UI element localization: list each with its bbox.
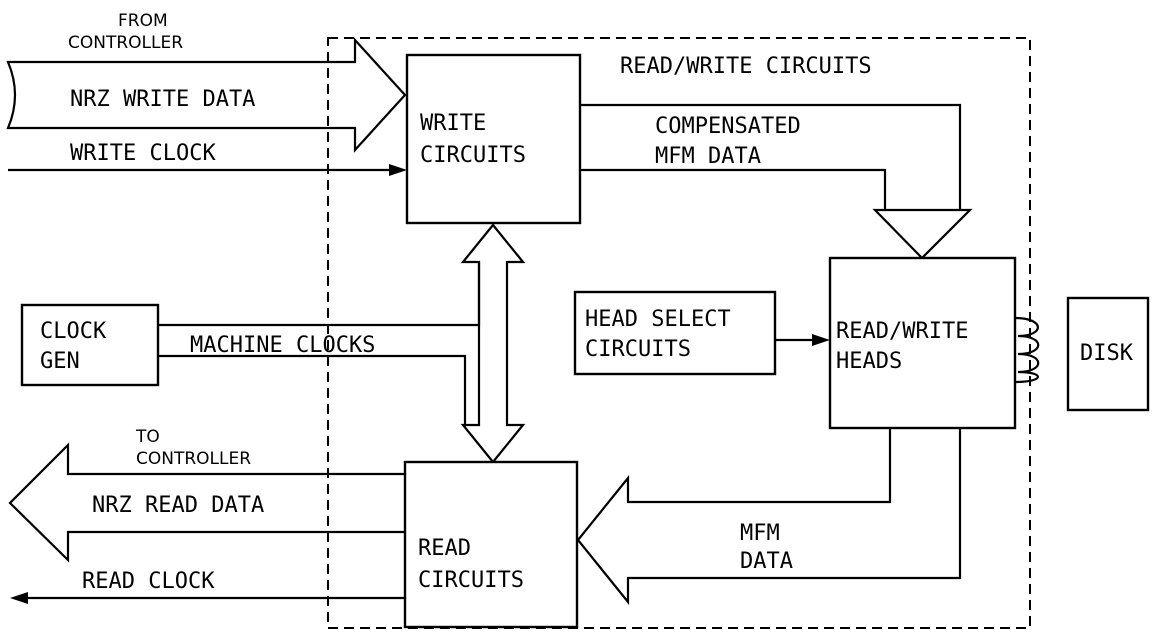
from-controller-line1: FROM xyxy=(118,11,168,31)
from-controller-line2: CONTROLLER xyxy=(68,33,183,53)
machine-clocks-line-lower xyxy=(158,354,467,425)
read-circuits-line1: READ xyxy=(418,536,471,561)
write-circuits-line2: CIRCUITS xyxy=(420,143,526,168)
clock-gen-line2: GEN xyxy=(40,349,80,374)
machine-clocks-label: MACHINE CLOCKS xyxy=(190,333,375,358)
head-select-block xyxy=(573,290,777,376)
disk-label: DISK xyxy=(1080,341,1134,366)
clock-gen-block xyxy=(20,303,160,387)
boundary-label: READ/WRITE CIRCUITS xyxy=(620,54,872,79)
nrz-read-data-arrow xyxy=(8,442,405,563)
mfm-data-line1: MFM xyxy=(740,521,780,546)
rw-heads-line1: READ/WRITE xyxy=(836,319,968,344)
rw-heads-block xyxy=(828,256,1017,430)
to-controller-line1: TO xyxy=(135,427,160,447)
compensated-mfm-arrowhead xyxy=(872,208,973,260)
read-circuits-block xyxy=(403,460,579,629)
read-circuits-line2: CIRCUITS xyxy=(418,568,524,593)
compensated-line-upper xyxy=(580,103,962,210)
disk-block xyxy=(1066,296,1150,412)
read-clock-label: READ CLOCK xyxy=(82,569,215,594)
head-select-line2: CIRCUITS xyxy=(585,337,691,362)
nrz-write-data-label: NRZ WRITE DATA xyxy=(70,87,255,112)
nrz-write-data-arrow xyxy=(6,37,407,153)
write-clock-arrowhead xyxy=(389,164,407,176)
to-controller-line2: CONTROLLER xyxy=(136,449,251,469)
read-write-boundary xyxy=(327,37,1031,629)
nrz-read-data-label: NRZ READ DATA xyxy=(92,493,264,518)
compensated-label-line1: COMPENSATED xyxy=(655,114,801,139)
write-circuits-line1: WRITE xyxy=(420,111,486,136)
head-select-arrowhead xyxy=(812,334,830,346)
bidirectional-bus-arrow xyxy=(460,223,526,464)
head-select-line1: HEAD SELECT xyxy=(585,307,731,332)
rw-heads-line2: HEADS xyxy=(836,349,902,374)
mfm-data-arrow xyxy=(576,428,962,606)
mfm-data-line2: DATA xyxy=(740,549,793,574)
head-coil-icon xyxy=(1014,316,1040,384)
compensated-label-line2: MFM DATA xyxy=(655,144,761,169)
compensated-line-lower xyxy=(580,168,887,210)
write-clock-label: WRITE CLOCK xyxy=(70,141,216,166)
write-circuits-block xyxy=(405,53,582,225)
machine-clocks-line-upper xyxy=(158,262,481,327)
read-clock-arrowhead xyxy=(10,592,28,604)
clock-gen-line1: CLOCK xyxy=(40,319,107,344)
